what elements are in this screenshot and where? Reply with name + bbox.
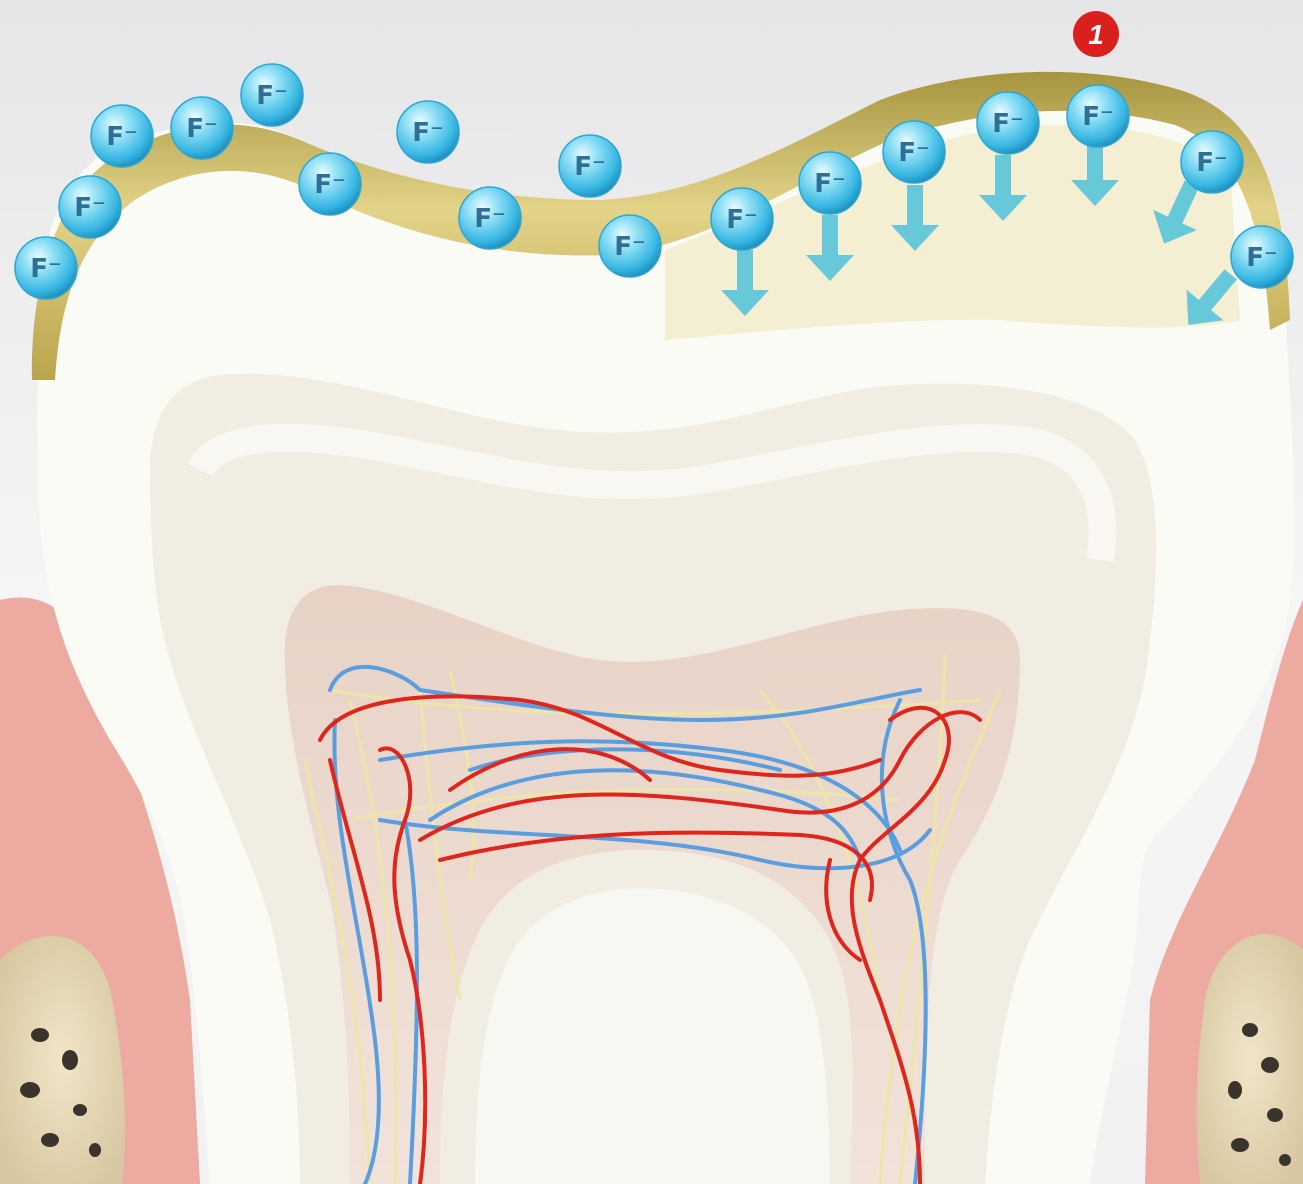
fluoride-ion-label: F⁻: [474, 204, 505, 234]
fluoride-ion-label: F⁻: [614, 232, 645, 262]
fluoride-ion-label: F⁻: [1196, 148, 1227, 178]
fluoride-ion-label: F⁻: [412, 118, 443, 148]
fluoride-ion: F⁻: [59, 176, 121, 238]
step-marker: 1: [1073, 11, 1119, 57]
fluoride-ion-label: F⁻: [30, 254, 61, 284]
fluoride-ion-label: F⁻: [74, 193, 105, 223]
fluoride-ion: F⁻: [1067, 85, 1129, 147]
fluoride-ion: F⁻: [459, 187, 521, 249]
fluoride-ion-label: F⁻: [898, 138, 929, 168]
fluoride-ion: F⁻: [977, 92, 1039, 154]
fluoride-ion: F⁻: [1181, 131, 1243, 193]
fluoride-ion-label: F⁻: [106, 122, 137, 152]
fluoride-ion-label: F⁻: [314, 170, 345, 200]
fluoride-ion: F⁻: [559, 135, 621, 197]
fluoride-ion: F⁻: [599, 215, 661, 277]
fluoride-ion: F⁻: [91, 105, 153, 167]
fluoride-ion-label: F⁻: [1082, 102, 1113, 132]
fluoride-ion: F⁻: [1231, 226, 1293, 288]
fluoride-ion-label: F⁻: [1246, 243, 1277, 273]
fluoride-ion: F⁻: [171, 97, 233, 159]
fluoride-ion-label: F⁻: [992, 109, 1023, 139]
fluoride-ion: F⁻: [799, 152, 861, 214]
fluoride-ion: F⁻: [883, 121, 945, 183]
fluoride-ion: F⁻: [711, 188, 773, 250]
fluoride-ion: F⁻: [299, 153, 361, 215]
fluoride-ion: F⁻: [397, 101, 459, 163]
fluoride-ion-label: F⁻: [574, 152, 605, 182]
fluoride-ion: F⁻: [241, 64, 303, 126]
fluoride-ion-label: F⁻: [256, 81, 287, 111]
step-marker-label: 1: [1088, 19, 1104, 50]
fluoride-ion-label: F⁻: [726, 205, 757, 235]
fluoride-ion-label: F⁻: [814, 169, 845, 199]
fluoride-ion-label: F⁻: [186, 114, 217, 144]
fluoride-ion: F⁻: [15, 237, 77, 299]
